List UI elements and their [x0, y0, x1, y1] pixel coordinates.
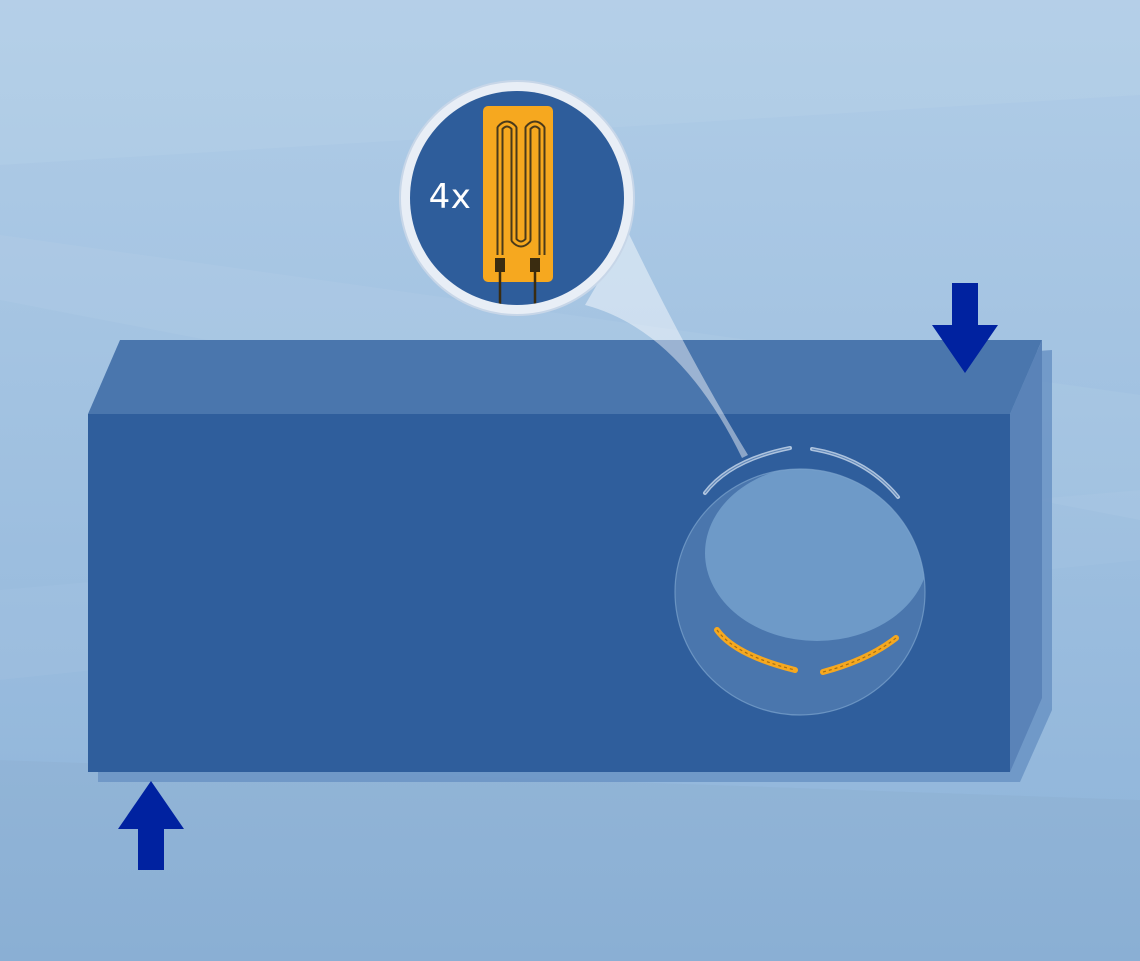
beam-side-face [1010, 340, 1042, 772]
beam-top-face [88, 340, 1042, 414]
gauge-count-label: 4x [428, 177, 472, 217]
hole [674, 468, 926, 716]
strain-gauge-icon [703, 446, 900, 675]
callout-magnifier [399, 80, 635, 316]
callout-pointer [585, 232, 748, 458]
arrow-up-icon [118, 781, 184, 870]
arrow-down-icon [932, 283, 998, 373]
